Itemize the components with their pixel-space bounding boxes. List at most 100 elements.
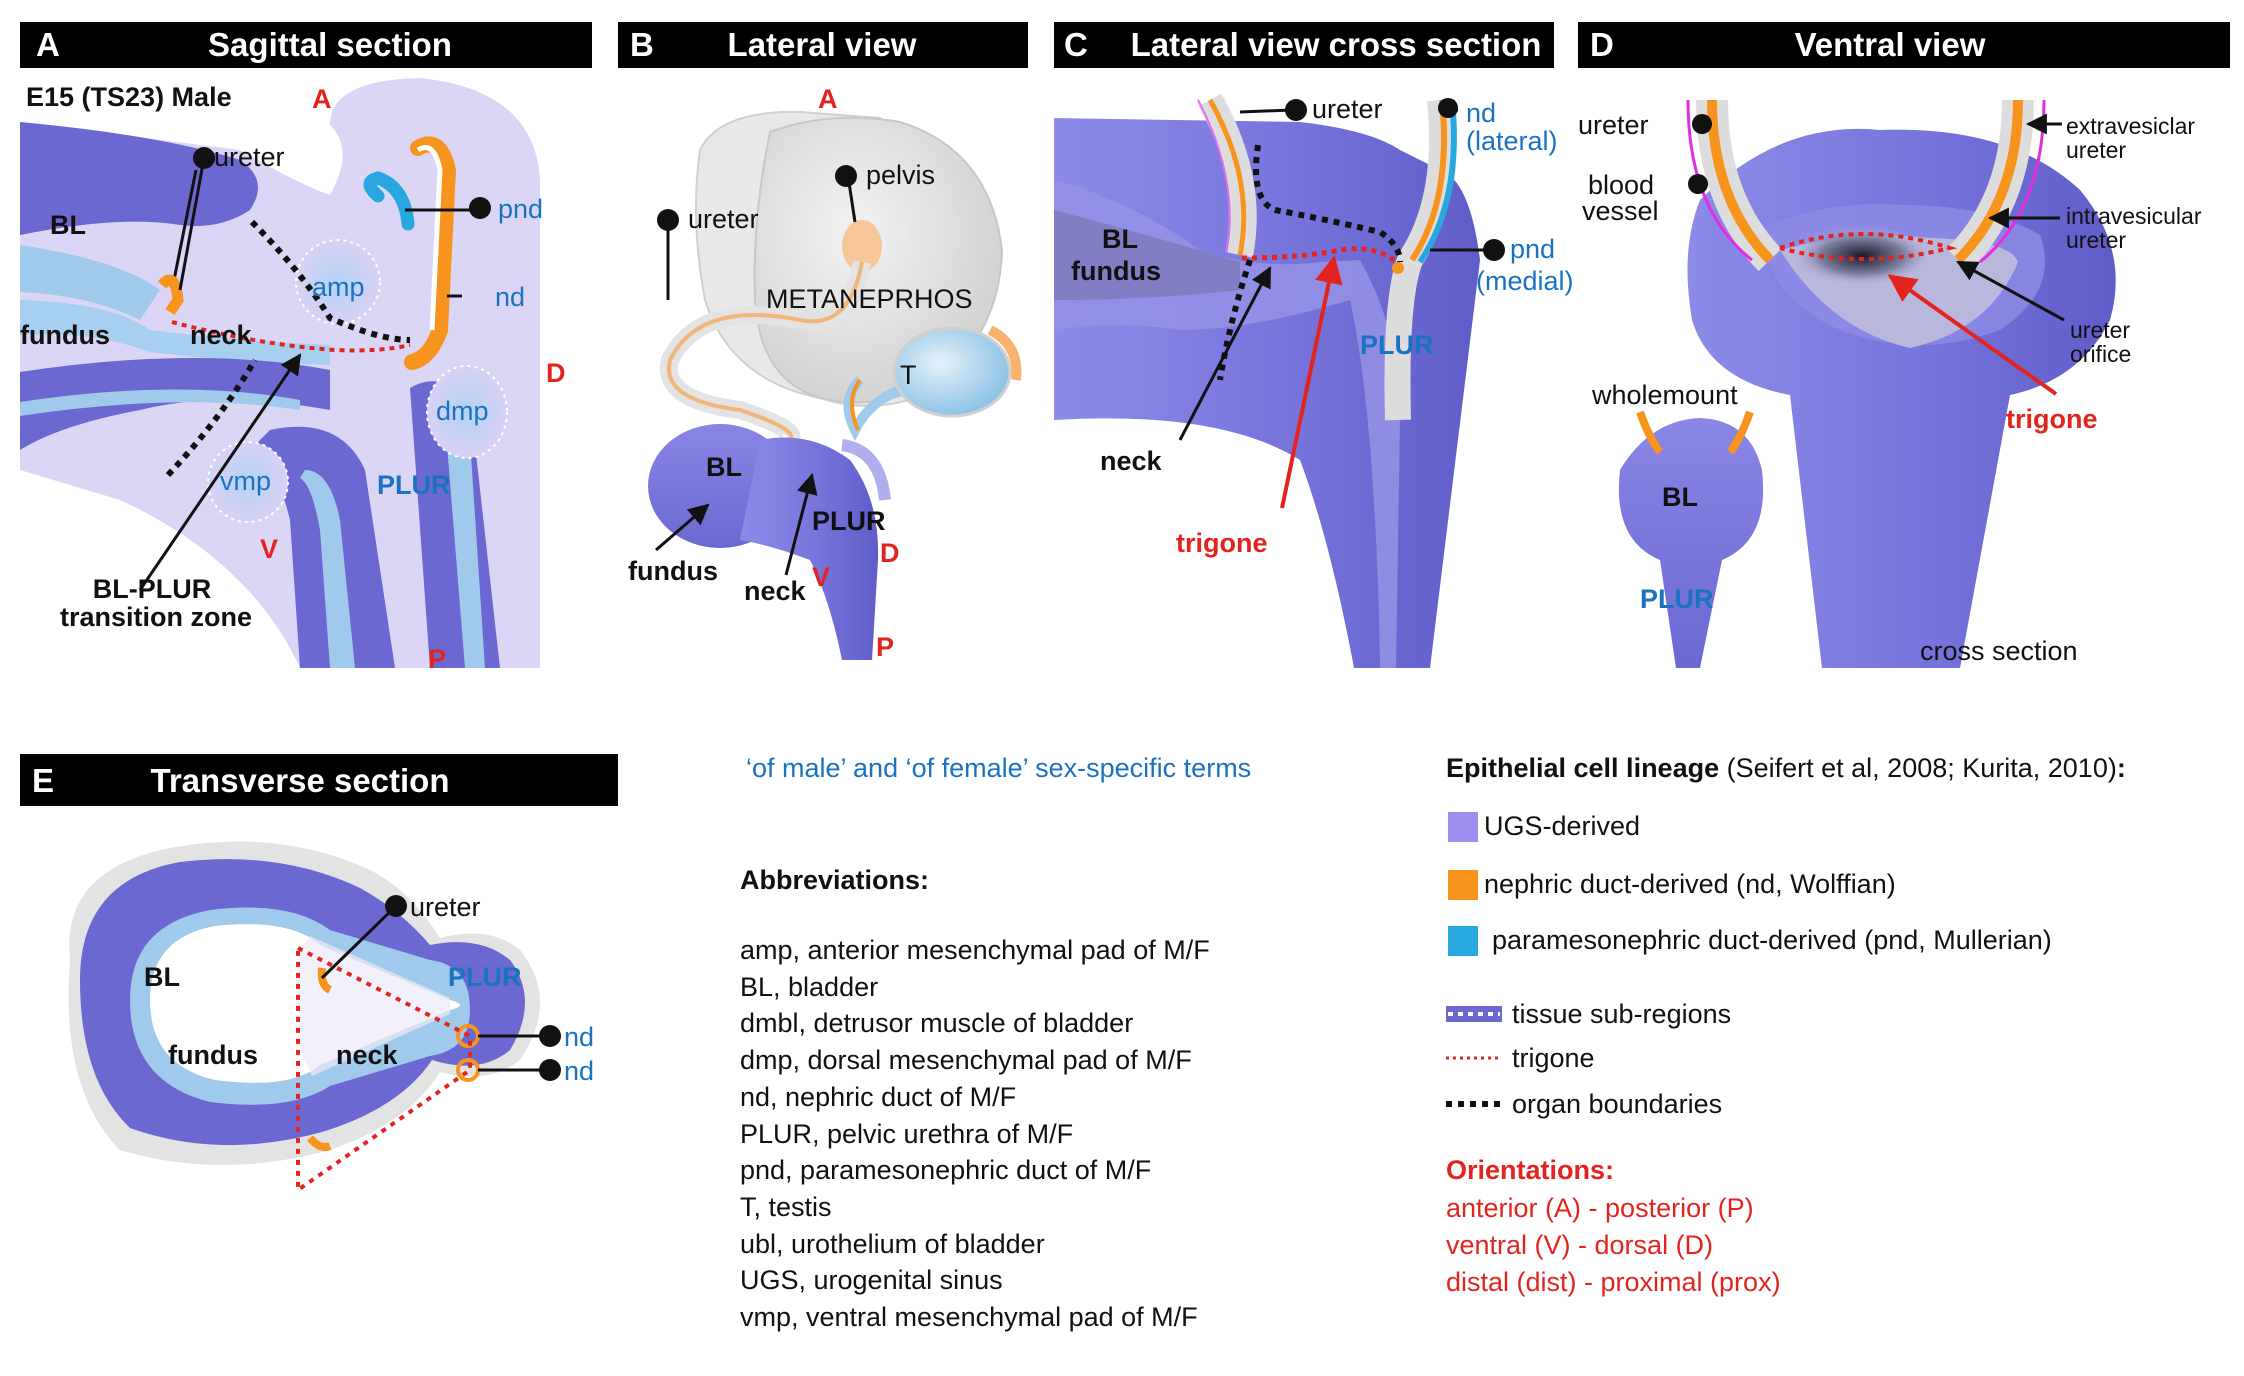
panel-a-plur-label: PLUR bbox=[377, 470, 451, 500]
panel-c-title: Lateral view cross section bbox=[1131, 26, 1542, 63]
abbreviation-item: amp, anterior mesenchymal pad of M/F bbox=[740, 935, 1210, 965]
legend-item-label: nephric duct-derived (nd, Wolffian) bbox=[1484, 869, 1896, 899]
orientation-item: distal (dist) - proximal (prox) bbox=[1446, 1267, 1781, 1297]
panel-a-nd-label: nd bbox=[495, 282, 525, 312]
panel-c-illustration bbox=[1054, 93, 1505, 668]
panel-c-letter: C bbox=[1064, 26, 1088, 63]
legend-swatch bbox=[1448, 870, 1478, 900]
panel-d-vessel-label: vessel bbox=[1582, 196, 1659, 226]
abbreviations-heading: Abbreviations: bbox=[740, 865, 930, 895]
legend-item-label: paramesonephric duct-derived (pnd, Mulle… bbox=[1492, 925, 2052, 955]
panel-d-crosssection-label: cross section bbox=[1920, 636, 2078, 666]
panel-e-illustration bbox=[68, 841, 561, 1194]
legend-line-sample bbox=[1446, 1101, 1502, 1107]
panel-c-fundus-label: fundus bbox=[1071, 256, 1161, 286]
panel-a-orient-v: V bbox=[260, 534, 278, 564]
abbreviation-item: nd, nephric duct of M/F bbox=[740, 1081, 1017, 1112]
abbreviation-item: PLUR, pelvic urethra of M/F bbox=[740, 1118, 1074, 1149]
abbreviation-item: T, testis bbox=[740, 1191, 832, 1222]
panel-b-title: Lateral view bbox=[728, 26, 917, 63]
panel-d-orifice-sub: orifice bbox=[2070, 341, 2131, 367]
panel-e-plur-label: PLUR bbox=[448, 962, 522, 992]
panel-d-plur-label: PLUR bbox=[1640, 584, 1714, 614]
legend-item-label: UGS-derived bbox=[1484, 811, 1641, 841]
legend-heading-line: Epithelial cell lineage (Seifert et al, … bbox=[1446, 750, 2126, 787]
panel-e-header: E Transverse section bbox=[20, 754, 618, 806]
panel-e-nd1-label: nd bbox=[564, 1022, 594, 1052]
panel-b-testis-label: T bbox=[900, 360, 917, 390]
panel-a-dmp-label: dmp bbox=[436, 396, 489, 426]
panel-a-stage: E15 (TS23) Male bbox=[26, 82, 232, 112]
panel-b-illustration bbox=[648, 110, 1022, 660]
panel-e-bl-label: BL bbox=[144, 962, 180, 992]
panel-b-orient-v: V bbox=[812, 562, 830, 592]
abbreviation-item: dmbl, detrusor muscle of bladder bbox=[740, 1008, 1134, 1039]
panel-a-transition-2: transition zone bbox=[60, 602, 252, 632]
panel-e-title: Transverse section bbox=[151, 762, 450, 799]
panel-a-vmp-label: vmp bbox=[220, 466, 271, 496]
panel-d-title: Ventral view bbox=[1795, 26, 1986, 63]
legend-line-label: trigone bbox=[1512, 1043, 1595, 1073]
panel-e-ureter-label: ureter bbox=[410, 892, 481, 922]
panel-b-letter: B bbox=[630, 26, 654, 63]
panel-b-fundus-label: fundus bbox=[628, 556, 718, 586]
panel-a-illustration bbox=[20, 78, 540, 668]
abbreviation-item: UGS, urogenital sinus bbox=[740, 1265, 1003, 1296]
panel-c-plur-label: PLUR bbox=[1360, 330, 1434, 360]
panel-c-nd-label: nd bbox=[1466, 98, 1496, 128]
panel-b-orient-a: A bbox=[818, 84, 838, 114]
panel-b-pelvis-label: pelvis bbox=[866, 160, 935, 190]
panel-a-letter: A bbox=[36, 26, 60, 63]
panel-d-orifice-label: ureter bbox=[2070, 317, 2130, 343]
panel-d-illustration bbox=[1618, 99, 2116, 668]
panel-e-fundus-label: fundus bbox=[168, 1040, 258, 1070]
panel-c-pnd-label: pnd bbox=[1510, 234, 1555, 264]
panel-d-bl-label: BL bbox=[1662, 482, 1698, 512]
panel-a-bl-label: BL bbox=[50, 210, 86, 240]
panel-a-orient-p: P bbox=[428, 644, 446, 674]
panel-b-header: B Lateral view bbox=[618, 22, 1028, 68]
legend-swatch bbox=[1448, 926, 1478, 956]
abbreviation-item: pnd, paramesonephric duct of M/F bbox=[740, 1155, 1152, 1186]
panel-a-transition-1: BL-PLUR bbox=[93, 574, 211, 604]
panel-e-letter: E bbox=[32, 762, 54, 799]
panel-b-orient-p: P bbox=[876, 632, 894, 662]
panel-e-nd2-label: nd bbox=[564, 1056, 594, 1086]
legend-line-sample bbox=[1446, 1056, 1502, 1060]
panel-b-bl-label: BL bbox=[706, 452, 742, 482]
panel-a-neck-label: neck bbox=[190, 320, 253, 350]
orientations-heading: Orientations: bbox=[1446, 1155, 1615, 1185]
legend-colon: : bbox=[2116, 753, 2126, 783]
legend-line-label: organ boundaries bbox=[1512, 1089, 1723, 1119]
panel-a-fundus-label: fundus bbox=[20, 320, 110, 350]
panel-c-trigone-label: trigone bbox=[1176, 528, 1268, 558]
panel-a-ureter-label: ureter bbox=[214, 142, 285, 172]
orientation-item: anterior (A) - posterior (P) bbox=[1446, 1193, 1754, 1223]
panel-d-header: D Ventral view bbox=[1578, 22, 2230, 68]
panel-d-extra-label: extravesiclar bbox=[2066, 113, 2195, 139]
abbreviation-item: BL, bladder bbox=[740, 971, 879, 1002]
panel-c-bl-label: BL bbox=[1102, 224, 1138, 254]
panel-d-trigone-label: trigone bbox=[2006, 404, 2098, 434]
panel-a-pnd-label: pnd bbox=[498, 194, 543, 224]
sex-terms-note: ‘of male’ and ‘of female’ sex-specific t… bbox=[746, 753, 1252, 783]
panel-d-intra-label: intravesicular bbox=[2066, 203, 2202, 229]
panel-b-plur-label: PLUR bbox=[812, 506, 886, 536]
legend-citation: (Seifert et al, 2008; Kurita, 2010) bbox=[1719, 753, 2117, 783]
panel-b-ureter-label: ureter bbox=[688, 204, 759, 234]
panel-d-extra-sub: ureter bbox=[2066, 137, 2126, 163]
panel-d-ureter-label: ureter bbox=[1578, 110, 1649, 140]
panel-b-metanephros-label: METANEPRHOS bbox=[766, 284, 973, 314]
panel-c-header: C Lateral view cross section bbox=[1054, 22, 1554, 68]
orientation-item: ventral (V) - dorsal (D) bbox=[1446, 1230, 1714, 1260]
panel-e-neck-label: neck bbox=[336, 1040, 399, 1070]
legend-line-label: tissue sub-regions bbox=[1512, 999, 1732, 1029]
panel-c-nd-sub: (lateral) bbox=[1466, 126, 1558, 156]
panel-a-orient-a: A bbox=[312, 84, 332, 114]
panel-a-title: Sagittal section bbox=[208, 26, 452, 63]
panel-c-pnd-sub: (medial) bbox=[1476, 266, 1574, 296]
panel-d-letter: D bbox=[1590, 26, 1614, 63]
panel-a-amp-label: amp bbox=[312, 272, 365, 302]
abbreviation-item: vmp, ventral mesenchymal pad of M/F bbox=[740, 1302, 1198, 1332]
panel-d-blood-label: blood bbox=[1588, 170, 1654, 200]
